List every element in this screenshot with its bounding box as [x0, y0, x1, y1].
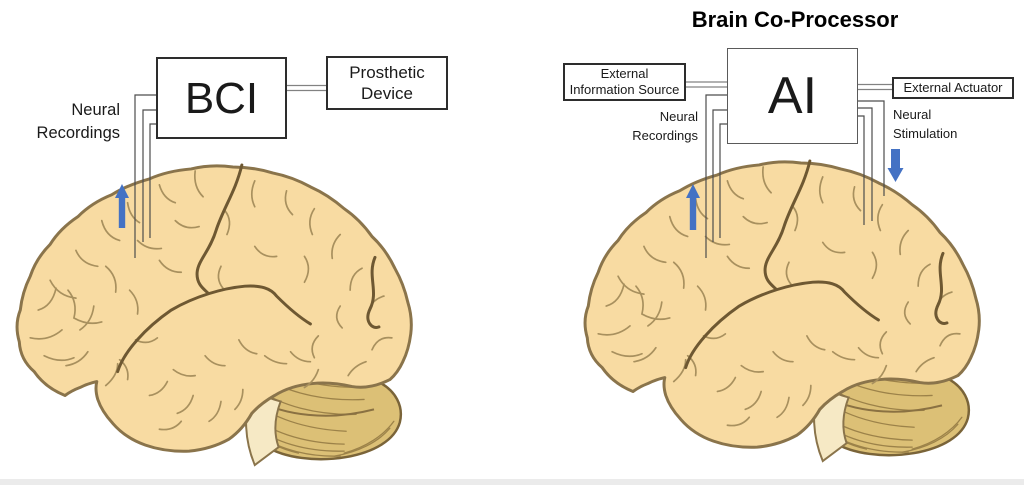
ai-box-label: AI — [767, 66, 818, 125]
external-information-source-box: External Information Source — [563, 63, 686, 101]
neural-recordings-left-line1: Neural — [71, 101, 120, 119]
neural-stimulation-line2: Stimulation — [893, 126, 958, 141]
bci-prosthetic-connector — [287, 84, 327, 92]
neural-stimulation-line1: Neural — [893, 107, 932, 122]
neural-recordings-right-line2: Recordings — [632, 128, 698, 143]
neural-recordings-right-line1: Neural — [659, 109, 698, 124]
external-information-source-line1: External — [600, 66, 649, 81]
image-bottom-border — [0, 479, 1024, 485]
ai-box: AI — [727, 48, 858, 144]
neural-stimulation-label: Neural Stimulation — [893, 105, 983, 143]
external-information-source-line2: Information Source — [569, 82, 680, 97]
prosthetic-device-line2: Device — [361, 84, 413, 103]
external-actuator-label: External Actuator — [903, 79, 1003, 95]
prosthetic-device-line1: Prosthetic — [349, 62, 425, 82]
prosthetic-device-box: Prosthetic Device — [326, 56, 448, 110]
neural-recordings-label-left: Neural Recordings — [16, 99, 120, 145]
bci-box: BCI — [156, 57, 287, 139]
brain-illustration-right — [583, 159, 981, 463]
right-panel-title: Brain Co-Processor — [691, 7, 899, 32]
brain-illustration-left — [15, 163, 413, 467]
neural-recordings-left-line2: Recordings — [36, 124, 120, 142]
neural-recordings-label-right: Neural Recordings — [616, 107, 698, 145]
bci-box-label: BCI — [184, 73, 259, 123]
external-actuator-box: External Actuator — [892, 77, 1014, 99]
